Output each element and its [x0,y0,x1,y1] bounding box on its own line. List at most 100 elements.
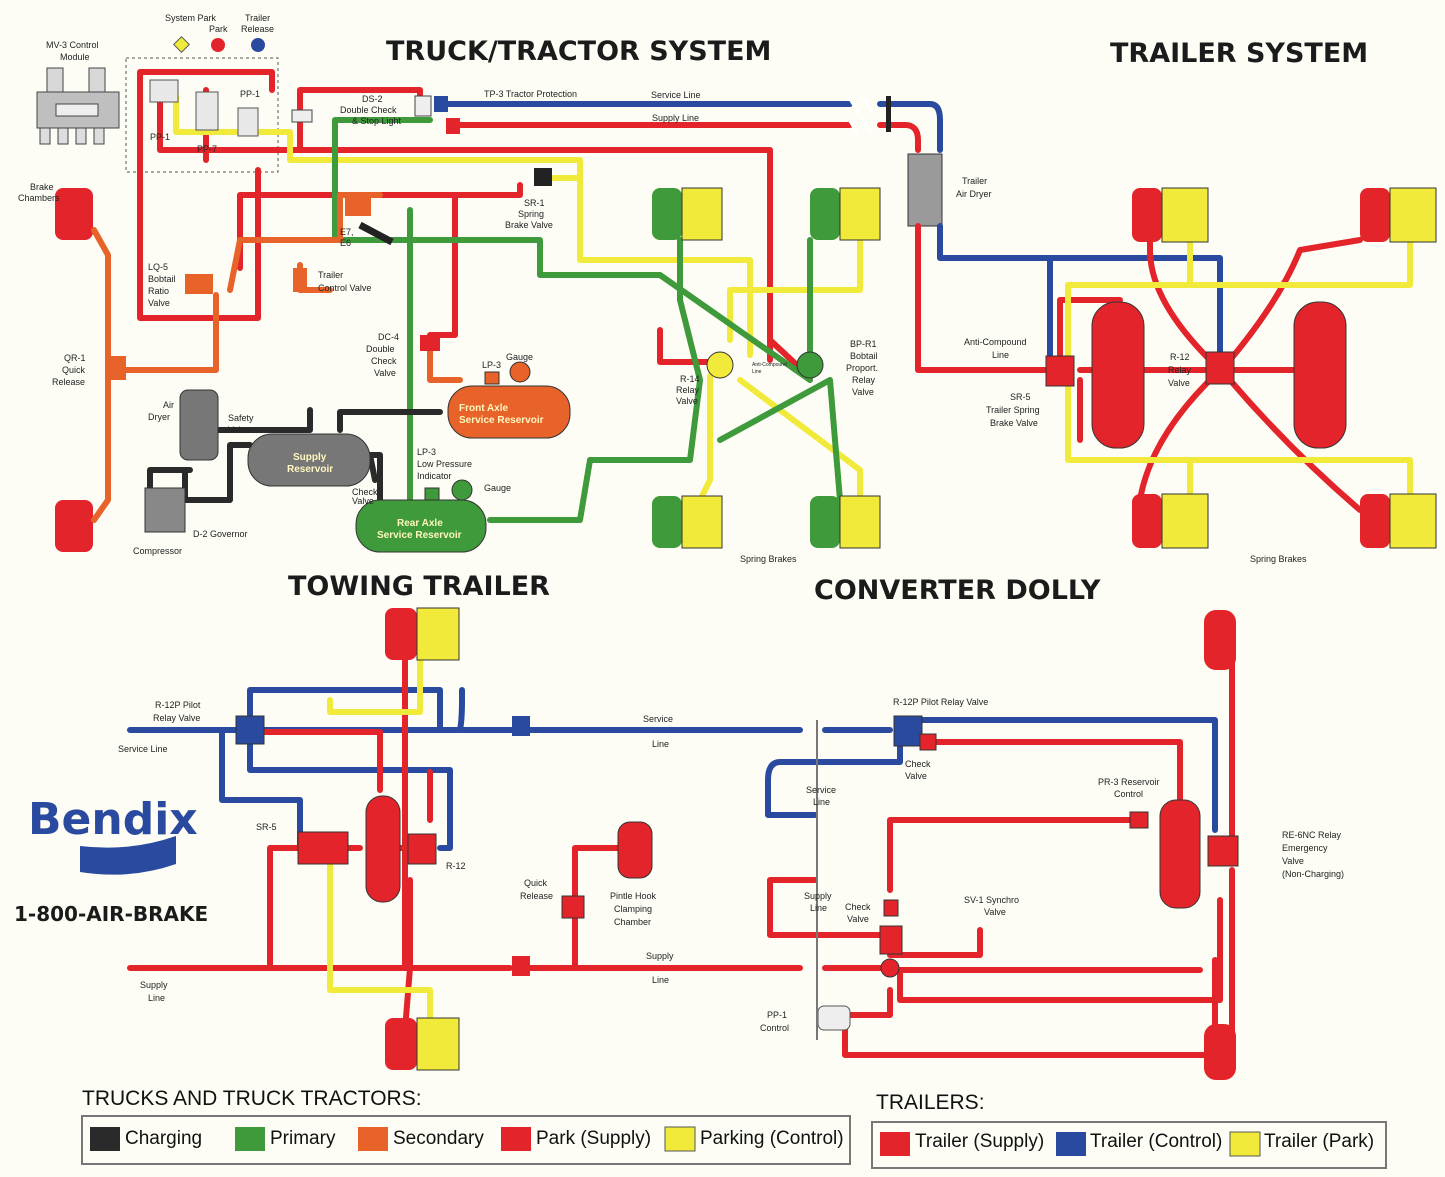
label-tow-service: Service Line [118,744,168,754]
supply-reservoir [247,433,371,487]
towing-supply-shutoff-icon [512,956,530,976]
label-trailer-release: Trailer [245,13,270,23]
label-mv3-l1: MV-3 Control [46,40,99,50]
label-dolly-check2-l2: Valve [847,914,869,924]
label-dolly-service-l1: Service [806,785,836,795]
park-supply-to-bpr1 [767,337,803,371]
sr5-trailer-spring-valve-icon [1045,355,1075,387]
ds2-valve-icon [414,95,432,117]
label-pp7: PP-7 [197,144,217,154]
stop-light-switch-icon [291,109,313,123]
service-line-break-icon [846,95,874,113]
title-trailer-system: TRAILER SYSTEM [1110,38,1368,69]
legend-secondary: Secondary [393,1128,484,1149]
label-mid-service-l2: Line [652,739,669,749]
bpr1-relay-valve-icon [796,351,824,379]
label-bpr1-l1: BP-R1 [850,339,877,349]
truck-tractor-system: System Park Park Trailer Release MV-3 Co… [18,13,943,564]
label-dolly-r12p: R-12P Pilot Relay Valve [893,697,988,707]
towing-sr5-valve-icon [297,831,349,865]
qr1-quick-release-icon [106,356,126,380]
trailer-reservoir-right [1293,301,1347,449]
label-r12t-l1: R-12 [1170,352,1190,362]
pp1-control-valve-icon [817,1005,851,1031]
trailer-control-valve-icon [293,268,307,292]
front-axle-service-reservoir [447,385,571,439]
towing-r12p-pilot-relay-icon [235,715,265,745]
primary-to-rear-reservoir [407,207,703,523]
label-service-line: Service Line [651,90,701,100]
label-gauge-rear: Gauge [484,483,511,493]
quick-release-valve-icon [561,895,585,919]
legend-charging: Charging [125,1128,202,1149]
trailer-spring-brake-chambers [1132,187,1437,549]
trailer-park-indicator-icon [211,38,225,52]
pp7-valve-icon [195,91,219,131]
mv3-control-module [36,67,120,145]
label-r12p-l2: Relay Valve [153,713,200,723]
trailer-brake-red-lines [1137,223,1363,513]
sv1-synchro-valve-icon [879,925,903,955]
trailer-air-dryer [907,153,943,227]
label-bpr1-l2: Bobtail [850,351,878,361]
label-supply-res-l1: Supply [293,452,327,463]
label-dc4-l1: DC-4 [378,332,399,342]
label-check-l1: Check [352,487,378,497]
label-lp3b-l2: Low Pressure [417,459,472,469]
secondary-to-e7 [227,192,383,293]
label-system-park: System Park [165,13,217,23]
label-d2-governor: D-2 Governor [193,529,248,539]
pp1-top-valve-icon [237,107,259,137]
label-r14-l1: R-14 [680,374,700,384]
label-spring-brakes-truck: Spring Brakes [740,554,797,564]
re6nc-relay-emergency-valve-icon [1207,835,1239,867]
supply-line-break-icon [846,117,874,135]
label-r12: R-12 [446,861,466,871]
label-qr1-l3: Release [52,377,85,387]
label-dolly-supply-l2: Line [810,903,827,913]
label-lp3b-l1: LP-3 [417,447,436,457]
label-anticomp-small-l1: Anti-Compound [752,362,787,368]
label-sr5t-l3: Brake Valve [990,418,1038,428]
towing-spring-brake-chambers [385,607,460,1071]
dolly-service-lines [765,717,1218,833]
label-bpr1-l3: Proport. [846,363,878,373]
label-anticomp-l1: Anti-Compound [964,337,1027,347]
label-rear-l2: Service Reservoir [377,530,462,541]
title-converter-dolly: CONVERTER DOLLY [814,575,1101,606]
gladhand-coupler-icon [886,96,891,132]
sr1-spring-brake-valve-icon [534,168,552,186]
towing-service-shutoff-icon [512,716,530,736]
label-dolly-supply-l1: Supply [804,891,832,901]
label-r12t-l3: Valve [1168,378,1190,388]
dolly-reservoir [1159,799,1201,909]
label-r14-l2: Relay [676,385,700,395]
towing-reservoir-lines [257,637,433,1033]
label-sr1-l3: Brake Valve [505,220,553,230]
compressor [144,487,186,533]
label-tow-supply-l2: Line [148,993,165,1003]
label-rear-l1: Rear Axle [397,518,443,529]
label-e7-l2: E6 [340,238,351,248]
towing-reservoir [365,795,401,903]
label-sr5t-l1: SR-5 [1010,392,1031,402]
label-r14-l3: Valve [676,396,698,406]
label-pp1c-l1: PP-1 [767,1010,787,1020]
trailer-park-lines [1065,237,1413,503]
label-e7-l1: E7, [340,227,354,237]
dash-control-box [125,57,279,173]
towing-control-lines [219,687,453,851]
label-pp1-top: PP-1 [240,89,260,99]
label-trailer-dryer-l1: Trailer [962,176,987,186]
primary-lines [332,172,813,383]
label-ds2-l1: DS-2 [362,94,383,104]
legend-swatch-trailer-supply [880,1132,910,1156]
r14-relay-valve-icon [706,351,734,379]
trailer-system: Trailer Air Dryer Anti-Compound Line R-1… [907,153,1437,564]
label-pr3-l2: Control [1114,789,1143,799]
label-re6-l4: (Non-Charging) [1282,869,1344,879]
label-tcv-l2: Control Valve [318,283,371,293]
legend-swatch-trailer-park [1229,1131,1261,1157]
tp3-supply-port-icon [446,118,460,134]
label-dolly-check2-l1: Check [845,902,871,912]
